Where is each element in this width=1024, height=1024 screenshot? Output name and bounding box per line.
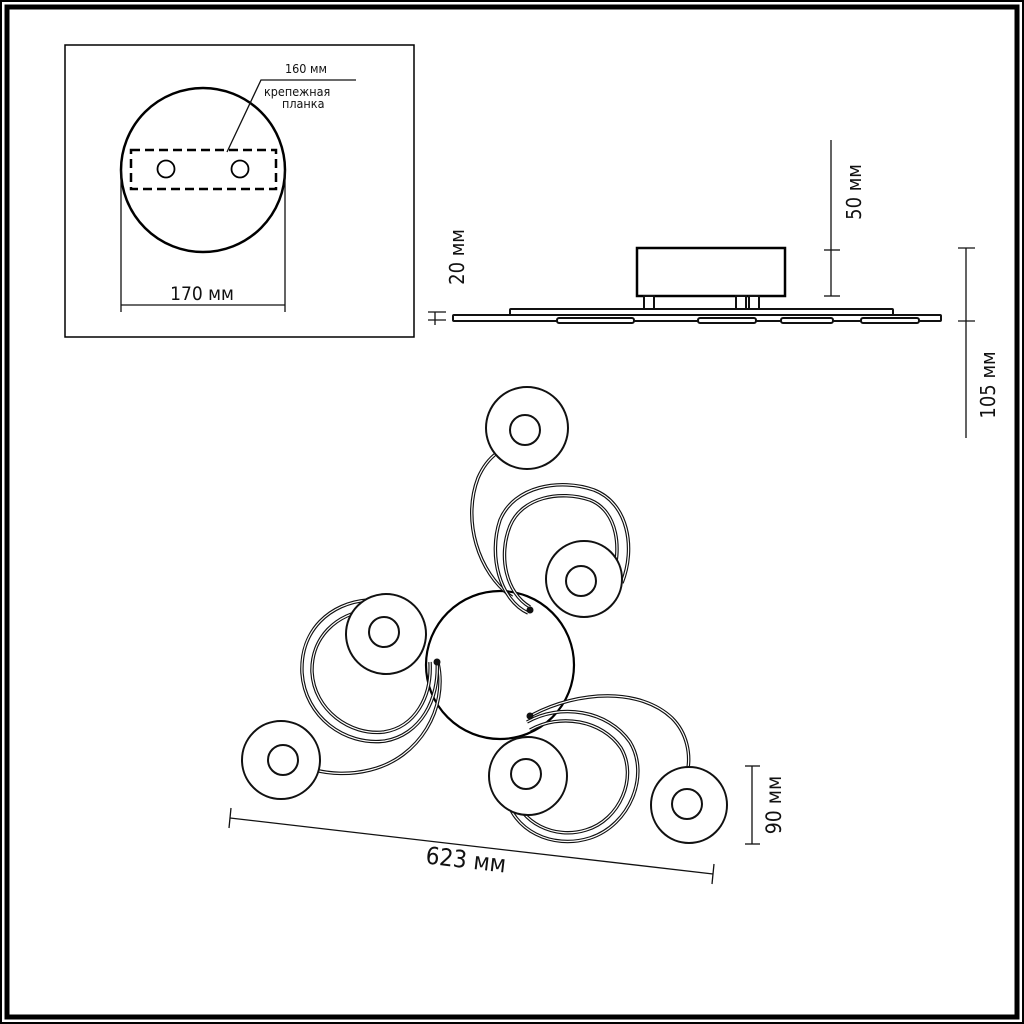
side-shade-4 (860, 317, 920, 324)
side-stem-1 (643, 295, 655, 311)
plate-label-line1: крепежная (264, 84, 330, 99)
arm-group-right (488, 694, 728, 844)
dim-623-tick-left (228, 807, 232, 829)
shade-inner-1 (509, 414, 541, 446)
shade-inner-4 (267, 744, 299, 776)
plate-label-line2: планка (282, 96, 324, 111)
canopy-top-view: 160 мм крепежная планка 170 мм (64, 44, 415, 338)
center-canopy (424, 589, 576, 741)
plate-leader-line (226, 79, 356, 153)
mounting-plate (129, 148, 278, 191)
shade-inner-5 (510, 758, 542, 790)
side-total-height-label: 105 мм (976, 351, 1000, 418)
shade-inner-6 (671, 788, 703, 820)
lamp-top-view: 623 мм 90 мм (228, 386, 786, 885)
inset-border (64, 44, 415, 338)
side-canopy-box (635, 246, 787, 298)
side-canopy-height-label: 50 мм (842, 164, 866, 220)
dim-623-line (229, 817, 714, 875)
dim-623-tick-right (711, 863, 715, 885)
joint-right (526, 712, 534, 720)
side-shade-3 (780, 317, 834, 324)
side-shade-1 (556, 317, 635, 324)
mounting-hole-right (230, 159, 250, 179)
joint-left (433, 658, 441, 666)
side-stem-3 (748, 295, 760, 311)
shade-inner-3 (368, 616, 400, 648)
side-shade-2 (697, 317, 757, 324)
canopy-circle (119, 86, 287, 254)
arm-group-left (241, 593, 442, 800)
canopy-diameter-label: 170 мм (170, 283, 234, 305)
side-stem-2 (735, 295, 747, 311)
joint-top (526, 606, 534, 614)
side-view: 20 мм 50 мм 105 мм (428, 140, 1000, 438)
arm-group-top (470, 386, 631, 618)
mounting-hole-left (156, 159, 176, 179)
overall-width-label: 623 мм (424, 842, 507, 879)
side-small-height-label: 20 мм (445, 229, 469, 285)
shade-inner-2 (565, 565, 597, 597)
shade-height-label: 90 мм (762, 776, 786, 835)
plate-width-label: 160 мм (285, 61, 327, 76)
